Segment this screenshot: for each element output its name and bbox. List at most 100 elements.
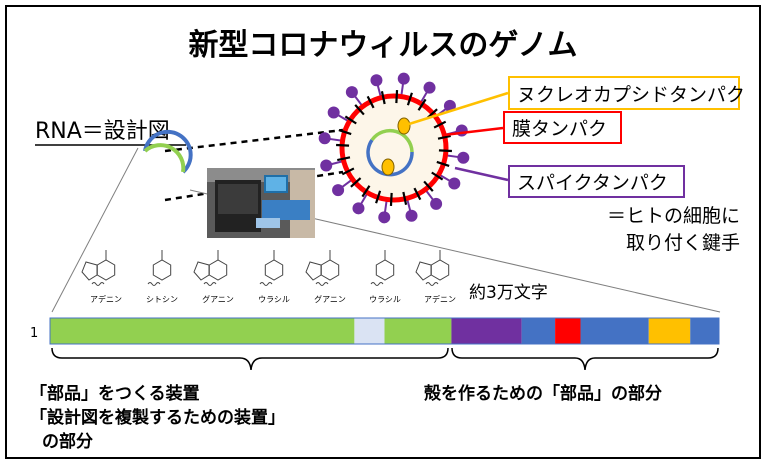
spike-head (345, 86, 358, 99)
spike-head (455, 124, 468, 137)
ring (96, 259, 116, 281)
membrane-tick (389, 192, 393, 206)
membrane-tick (344, 115, 357, 125)
virus-rna-green (370, 128, 414, 153)
membrane-tick (338, 129, 352, 136)
membrane-tick (437, 134, 451, 140)
nucleobase-label: アデニン (424, 294, 456, 304)
nucleobase-label: ウラシル (369, 295, 401, 304)
nucleocapsid-protein (381, 158, 395, 176)
left-bracket (51, 347, 449, 371)
nucleobase: グアニン (305, 250, 346, 304)
membrane-leader (443, 126, 504, 137)
membrane-tick (436, 160, 450, 167)
genome-segment (521, 318, 556, 344)
genome-segment (384, 318, 452, 344)
genome-segment (580, 318, 649, 344)
ring (415, 261, 432, 281)
sugar-link (425, 282, 439, 286)
spike-label-box (508, 165, 685, 198)
membrane-tick (375, 190, 382, 204)
spike-head (448, 177, 461, 190)
membrane-tick (354, 104, 365, 116)
genome-segment (451, 318, 522, 344)
membrane-tick (337, 156, 351, 162)
sugar-link (370, 282, 384, 286)
ring (193, 261, 210, 281)
left-caption-line2: 「設計図を複製するための装置」 (30, 407, 285, 428)
nucleocapsid-label: ヌクレオカプシドタンパク (517, 84, 745, 106)
page-title: 新型コロナウィルスのゲノム (188, 28, 577, 63)
membrane-tick (402, 191, 408, 205)
sugar-link (315, 282, 329, 286)
nucleobase: ウラシル (258, 250, 290, 304)
membrane-tick (336, 143, 350, 147)
spike-proteins (318, 72, 470, 224)
nucleobase: グアニン (193, 250, 234, 304)
membrane-tick (433, 120, 447, 129)
genome-segment (555, 318, 581, 344)
ring (305, 261, 322, 281)
sugar-link (91, 282, 105, 286)
virus-envelope (339, 93, 449, 203)
right-bracket (451, 347, 719, 371)
nucleobase-label: シトシン (146, 295, 178, 304)
membrane-tick (350, 177, 362, 188)
membrane-tick (380, 91, 386, 105)
nucleobase-label: ウラシル (258, 295, 290, 304)
rna-label: RNA＝設計図 (35, 119, 170, 144)
spike-head (370, 74, 383, 87)
nucleocapsid-leader (408, 91, 509, 126)
spike-label: スパイクタンパク (517, 172, 668, 194)
spike-head (352, 202, 365, 215)
sugar-link (147, 282, 161, 286)
membrane-tick (395, 90, 399, 104)
spike-head (318, 132, 331, 145)
membrane-tick (413, 187, 422, 201)
zoom-line-top (164, 128, 344, 153)
virus-illustration (318, 72, 470, 224)
spike-head (405, 209, 418, 222)
spike-head (423, 81, 436, 94)
spike-leader (454, 166, 509, 182)
rna-circle-small (143, 129, 193, 174)
nucleobase-row: アデニンシトシングアニンウラシルグアニンウラシルアデニン (81, 250, 456, 304)
right-caption: 殻を作るための「部品」の部分 (424, 383, 662, 404)
membrane-tick (406, 92, 413, 106)
membrane-tick (438, 149, 452, 153)
ring (320, 259, 340, 281)
membrane-tick (431, 171, 444, 181)
expand-line-left (51, 147, 139, 313)
genome-start-index: 1 (30, 326, 38, 341)
nucleobase: ウラシル (369, 250, 401, 304)
spike-note-line1: ＝ヒトの細胞に (607, 205, 740, 227)
ring (81, 261, 98, 281)
genome-length-label: 約3万文字 (469, 283, 548, 303)
spike-head (327, 106, 340, 119)
membrane-tick (341, 167, 355, 176)
ring (208, 259, 228, 281)
ring (264, 259, 284, 281)
nucleocapsid-protein (397, 117, 411, 135)
spike-note-line2: 取り付く鍵手 (626, 232, 740, 254)
spike-head (320, 159, 333, 172)
genome-segment (690, 318, 719, 344)
nucleobase-label: グアニン (314, 294, 346, 304)
spike-head (443, 99, 456, 112)
genome-bar (49, 317, 720, 345)
slide-border (5, 5, 761, 459)
nucleobase: アデニン (415, 250, 456, 304)
ring (152, 259, 172, 281)
nucleobase-label: アデニン (90, 294, 122, 304)
membrane-tick (423, 180, 434, 192)
sugar-link (203, 282, 217, 286)
ring (430, 259, 450, 281)
membrane-label: 膜タンパク (512, 118, 607, 140)
membrane-label-box (503, 111, 622, 144)
genome-segment (354, 318, 385, 344)
genome-bar-outline (49, 317, 720, 345)
genome-segment (648, 318, 691, 344)
spike-head (397, 72, 410, 85)
